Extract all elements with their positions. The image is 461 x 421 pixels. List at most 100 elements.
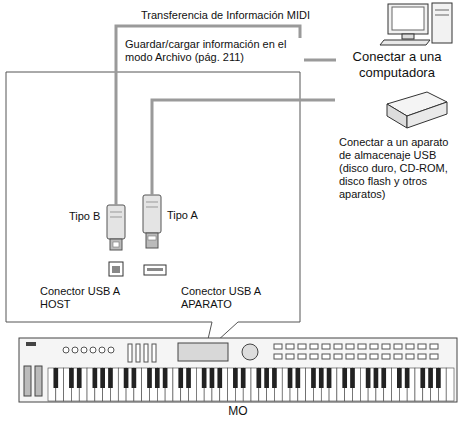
black-key (202, 368, 207, 388)
usb-a-plug (143, 195, 161, 248)
black-key (420, 368, 425, 388)
panel-button (298, 344, 306, 349)
black-key (186, 368, 191, 388)
device-caption: Conector USB A HOST (40, 285, 124, 311)
black-key (342, 368, 347, 388)
black-key (217, 368, 222, 388)
panel-button (274, 354, 282, 359)
device-caption: Conector USB A APARATO (181, 285, 265, 311)
logo-mark (26, 342, 36, 346)
device-caption: MO (18, 404, 458, 418)
panel-button (310, 344, 318, 349)
white-key (446, 368, 454, 401)
panel-button (334, 354, 342, 359)
black-key (350, 368, 355, 388)
panel-button (382, 354, 390, 359)
line-shape (435, 10, 449, 11)
monitor-stand (402, 34, 414, 39)
panel-button (406, 344, 414, 349)
panel-button (430, 344, 438, 349)
panel-button (394, 344, 402, 349)
panel-button (322, 344, 330, 349)
usb-b-plug (107, 205, 125, 250)
panel-button (346, 344, 354, 349)
panel-button (418, 344, 426, 349)
black-key (405, 368, 410, 388)
cable-label: Transferencia de Información MIDI (140, 9, 312, 22)
slider (136, 344, 140, 362)
device-icon (18, 330, 458, 403)
black-key (296, 368, 301, 388)
panel-button (274, 344, 282, 349)
black-key (100, 368, 105, 388)
black-key (132, 368, 137, 388)
panel-button (370, 354, 378, 359)
usb-cable (152, 100, 335, 195)
tower (432, 3, 452, 43)
usb-cable (116, 26, 336, 205)
device-icon (336, 2, 458, 48)
panel-button (406, 354, 414, 359)
panel-button (334, 344, 342, 349)
black-key (108, 368, 113, 388)
display (178, 343, 228, 361)
knob (90, 347, 96, 353)
black-key (366, 368, 371, 388)
black-key (397, 368, 402, 388)
knob (108, 347, 114, 353)
black-key (241, 368, 246, 388)
black-key (272, 368, 277, 388)
black-key (93, 368, 98, 388)
knob (81, 347, 87, 353)
black-key (69, 368, 74, 388)
black-key (264, 368, 269, 388)
usb-a-port (144, 265, 166, 275)
black-key (381, 368, 386, 388)
black-key (311, 368, 316, 388)
black-key (124, 368, 129, 388)
black-key (319, 368, 324, 388)
knob (99, 347, 105, 353)
keyboard-body (19, 338, 457, 402)
monitor (388, 4, 428, 34)
black-key (436, 368, 441, 388)
panel-button (322, 354, 330, 359)
panel-button (358, 344, 366, 349)
drive-front (407, 102, 447, 128)
cable-label: Guardar/cargar información en el modo Ar… (124, 38, 304, 64)
panel-button (358, 354, 366, 359)
knob (72, 347, 78, 353)
device-caption: Conectar a una computadora (336, 49, 458, 81)
black-key (233, 368, 238, 388)
drive-side (387, 104, 407, 128)
black-key (327, 368, 332, 388)
black-key (53, 368, 58, 388)
plug-type-label: Tipo A (166, 209, 199, 222)
panel-button (346, 354, 354, 359)
pitch-wheel (24, 366, 31, 396)
panel-button (382, 344, 390, 349)
slider (152, 344, 156, 362)
computer-keyboard (380, 40, 430, 45)
screen (392, 7, 424, 30)
black-key (163, 368, 168, 388)
black-key (147, 368, 152, 388)
device-node: Conector USB A APARATO (140, 195, 265, 315)
black-key (374, 368, 379, 388)
slider (128, 344, 132, 362)
device-icon (335, 86, 459, 132)
knob (63, 347, 69, 353)
data-dial (242, 344, 258, 360)
black-key (428, 368, 433, 388)
panel-button (430, 354, 438, 359)
black-key (256, 368, 261, 388)
usb-b-port (109, 262, 123, 276)
device-caption: Conectar a un aparato de almacenaje USB … (339, 136, 457, 201)
panel-button (298, 354, 306, 359)
black-key (288, 368, 293, 388)
slider (144, 344, 148, 362)
mod-wheel (35, 366, 42, 396)
black-key (178, 368, 183, 388)
plug-type-label: Tipo B (68, 210, 101, 223)
black-key (155, 368, 160, 388)
